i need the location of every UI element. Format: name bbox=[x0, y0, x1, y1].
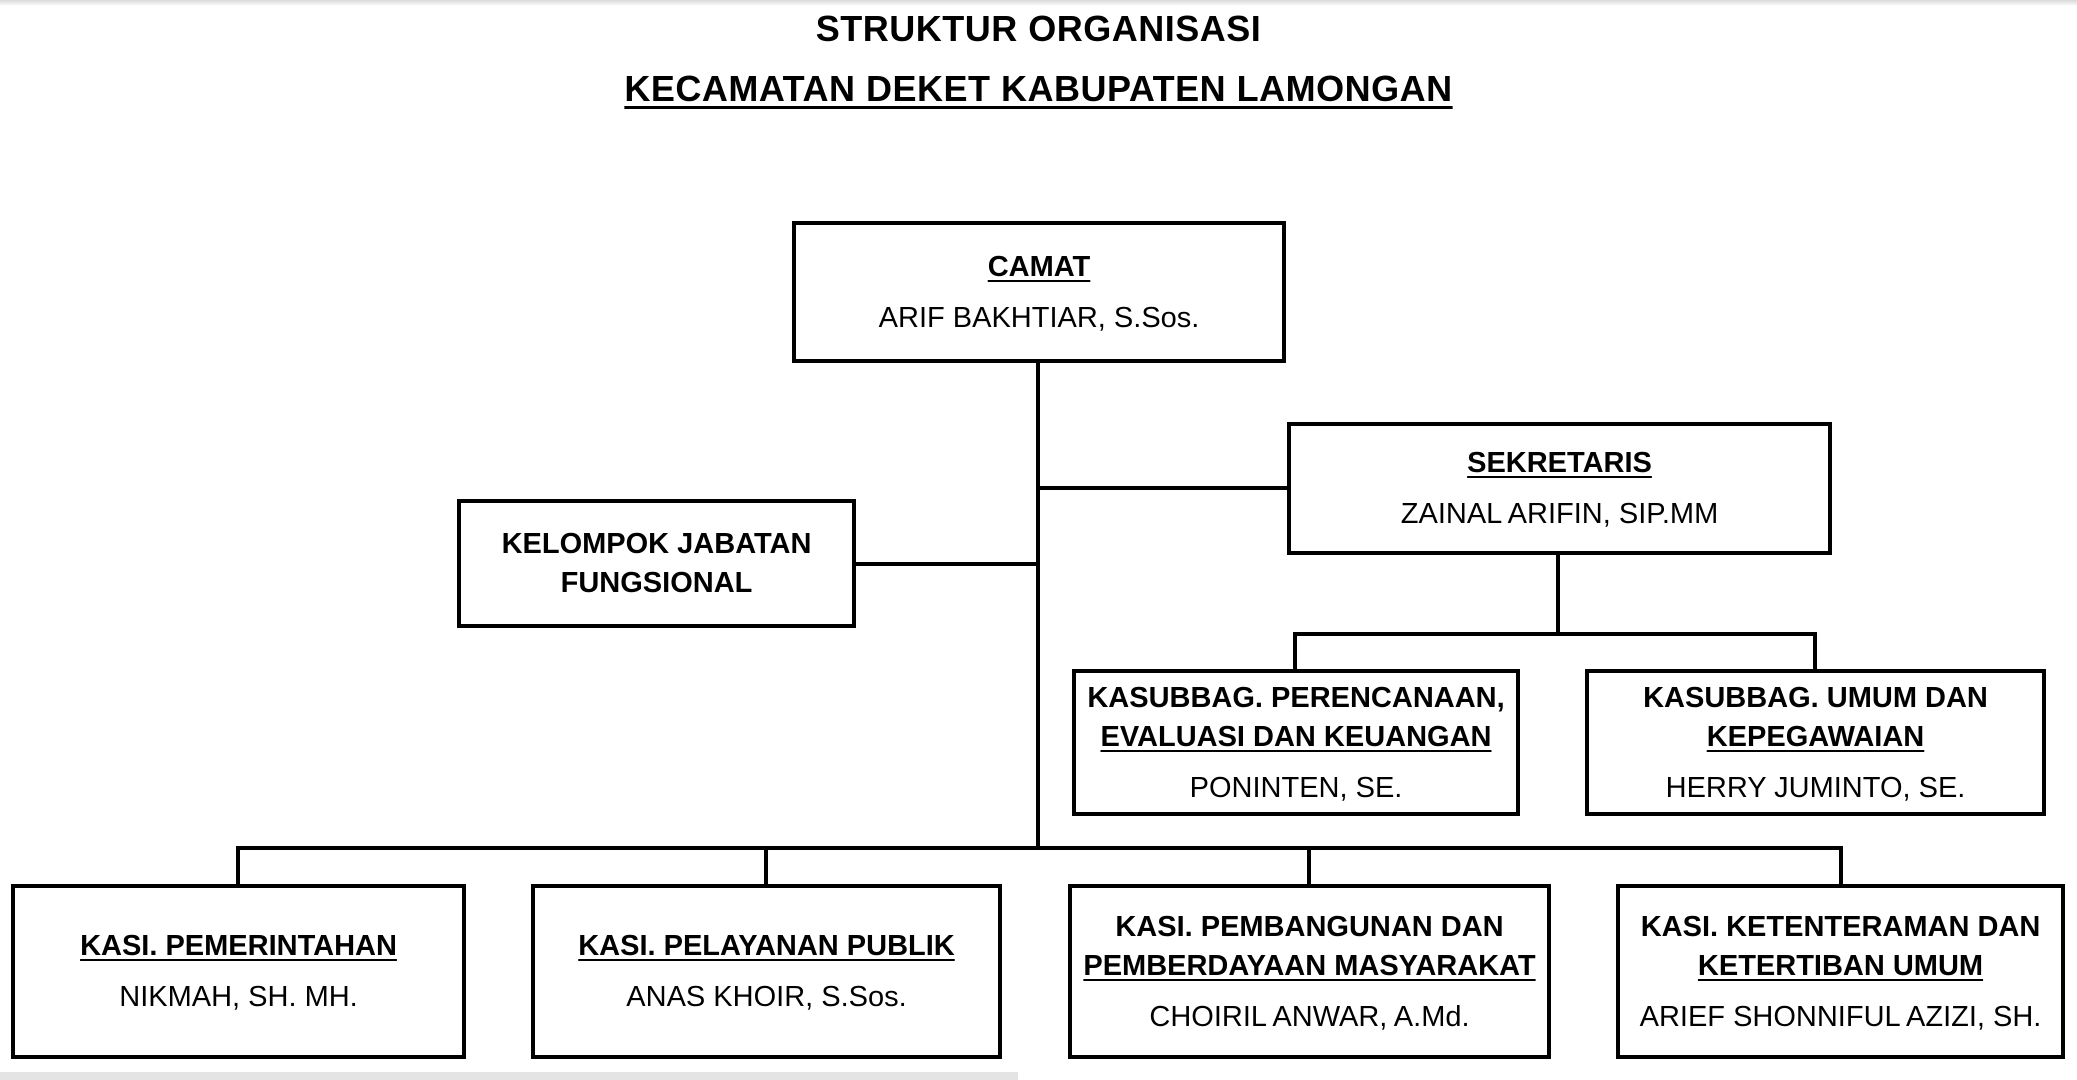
node-kasi-pembangunan-name: CHOIRIL ANWAR, A.Md. bbox=[1149, 1000, 1470, 1033]
node-sekretaris: SEKRETARIS ZAINAL ARIFIN, SIP.MM bbox=[1287, 422, 1832, 555]
node-camat-role: CAMAT bbox=[987, 250, 1091, 283]
node-kasubbag-perencanaan-role-line1: KASUBBAG. PERENCANAAN, bbox=[1087, 681, 1505, 714]
node-kasi-pembangunan-role-line1: KASI. PEMBANGUNAN DAN bbox=[1115, 910, 1504, 943]
node-kasi-pembangunan-role-line2: PEMBERDAYAAN MASYARAKAT bbox=[1083, 949, 1536, 982]
node-kasubbag-umum-role-line2: KEPEGAWAIAN bbox=[1706, 720, 1925, 753]
node-sekretaris-role: SEKRETARIS bbox=[1467, 447, 1652, 479]
node-camat-name: ARIF BAKHTIAR, S.Sos. bbox=[878, 301, 1200, 334]
node-kasi-pembangunan-role: KASI. PEMBANGUNAN DAN PEMBERDAYAAN MASYA… bbox=[1083, 908, 1535, 986]
node-kasi-pelayanan-name: ANAS KHOIR, S.Sos. bbox=[626, 981, 907, 1013]
node-kasubbag-perencanaan: KASUBBAG. PERENCANAAN, EVALUASI DAN KEUA… bbox=[1072, 669, 1520, 816]
node-kasi-pemerintahan-role: KASI. PEMERINTAHAN bbox=[80, 930, 397, 962]
node-camat: CAMAT ARIF BAKHTIAR, S.Sos. bbox=[792, 221, 1286, 363]
node-kasubbag-perencanaan-name: PONINTEN, SE. bbox=[1189, 771, 1403, 804]
node-kasubbag-perencanaan-role-line2: EVALUASI DAN KEUANGAN bbox=[1100, 720, 1492, 753]
chart-subtitle: KECAMATAN DEKET KABUPATEN LAMONGAN bbox=[0, 68, 2077, 110]
bottom-edge-shade bbox=[0, 1072, 1018, 1080]
top-edge-shade bbox=[0, 0, 2077, 6]
node-kasi-pelayanan-publik: KASI. PELAYANAN PUBLIK ANAS KHOIR, S.Sos… bbox=[531, 884, 1002, 1059]
node-kasi-ketenteraman-role-line1: KASI. KETENTERAMAN DAN bbox=[1640, 910, 2041, 943]
node-kelompok-role: KELOMPOK JABATAN FUNGSIONAL bbox=[502, 525, 812, 603]
node-kasi-pemerintahan: KASI. PEMERINTAHAN NIKMAH, SH. MH. bbox=[11, 884, 466, 1059]
node-kasi-ketenteraman-role: KASI. KETENTERAMAN DAN KETERTIBAN UMUM bbox=[1641, 908, 2041, 986]
node-kasi-pelayanan-role: KASI. PELAYANAN PUBLIK bbox=[578, 930, 955, 962]
node-kasi-ketenteraman: KASI. KETENTERAMAN DAN KETERTIBAN UMUM A… bbox=[1616, 884, 2065, 1059]
node-kasi-ketenteraman-role-line2: KETERTIBAN UMUM bbox=[1697, 949, 1984, 982]
node-kasubbag-umum-role: KASUBBAG. UMUM DAN KEPEGAWAIAN bbox=[1643, 679, 1988, 757]
node-sekretaris-name: ZAINAL ARIFIN, SIP.MM bbox=[1400, 498, 1719, 530]
chart-subtitle-text: KECAMATAN DEKET KABUPATEN LAMONGAN bbox=[624, 68, 1453, 109]
node-kelompok-role-line2: FUNGSIONAL bbox=[560, 566, 753, 599]
node-kasubbag-umum-role-line1: KASUBBAG. UMUM DAN bbox=[1643, 681, 1988, 714]
node-kasubbag-umum-name: HERRY JUMINTO, SE. bbox=[1665, 771, 1966, 804]
node-kasubbag-umum: KASUBBAG. UMUM DAN KEPEGAWAIAN HERRY JUM… bbox=[1585, 669, 2046, 816]
node-kasi-pembangunan: KASI. PEMBANGUNAN DAN PEMBERDAYAAN MASYA… bbox=[1068, 884, 1551, 1059]
node-kelompok-role-line1: KELOMPOK JABATAN bbox=[501, 527, 812, 560]
node-kasi-pemerintahan-name: NIKMAH, SH. MH. bbox=[119, 981, 358, 1013]
node-kelompok-jabatan-fungsional: KELOMPOK JABATAN FUNGSIONAL bbox=[457, 499, 856, 628]
chart-title: STRUKTUR ORGANISASI bbox=[815, 8, 1262, 49]
node-kasi-ketenteraman-name: ARIEF SHONNIFUL AZIZI, SH. bbox=[1639, 1000, 2042, 1033]
node-kasubbag-perencanaan-role: KASUBBAG. PERENCANAAN, EVALUASI DAN KEUA… bbox=[1087, 679, 1504, 757]
